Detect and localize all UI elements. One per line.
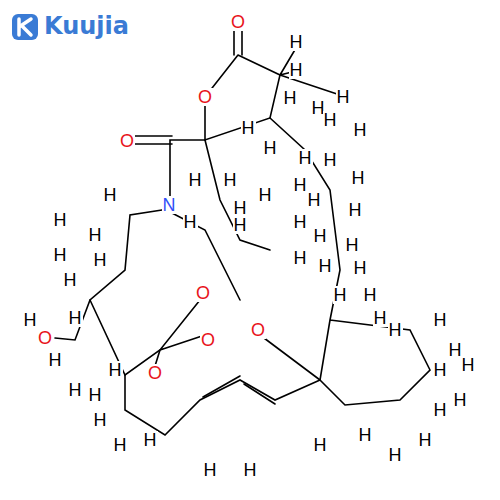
atom-label: H	[63, 271, 78, 289]
atom-label: H	[93, 411, 108, 429]
atom-label: H	[323, 151, 338, 169]
atom-label: O	[147, 364, 163, 382]
atom-label: H	[336, 88, 351, 106]
atom-label: H	[283, 89, 298, 107]
atom-label: H	[345, 236, 360, 254]
atom-label: H	[293, 249, 308, 267]
atom-label: H	[313, 436, 328, 454]
atom-label: H	[353, 259, 368, 277]
bond-lines	[55, 28, 430, 435]
atom-label: H	[241, 119, 256, 137]
atom-label: O	[200, 331, 216, 349]
atom-label: O	[37, 329, 53, 347]
atom-label: H	[233, 199, 248, 217]
atom-label: H	[53, 246, 68, 264]
atom-label: H	[418, 431, 433, 449]
watermark-text: Kuujia	[44, 12, 129, 40]
atom-label: O	[250, 321, 266, 339]
atom-label: H	[143, 431, 158, 449]
atom-label: H	[358, 426, 373, 444]
atom-label: H	[433, 361, 448, 379]
atom-label: O	[230, 13, 246, 31]
atom-label: H	[88, 226, 103, 244]
atom-label: H	[263, 139, 278, 157]
atom-label: H	[353, 121, 368, 139]
atom-label: H	[307, 191, 322, 209]
atom-label: H	[298, 149, 313, 167]
atom-label: H	[223, 171, 238, 189]
atom-label: H	[289, 33, 304, 51]
atom-label: H	[108, 361, 123, 379]
atom-label: H	[48, 351, 63, 369]
atom-label: H	[373, 309, 388, 327]
atom-label: H	[103, 186, 118, 204]
atom-label: H	[293, 213, 308, 231]
atom-label: H	[433, 311, 448, 329]
atom-label: H	[88, 386, 103, 404]
atom-label: H	[68, 309, 83, 327]
atom-label: H	[363, 286, 378, 304]
atom-label: H	[23, 311, 38, 329]
atom-label: H	[183, 213, 198, 231]
atom-label: H	[388, 321, 403, 339]
atom-label: H	[293, 176, 308, 194]
atom-label: H	[348, 201, 363, 219]
atom-label: H	[53, 211, 68, 229]
atom-label: O	[197, 88, 213, 106]
atom-label: H	[93, 251, 108, 269]
atom-label: H	[243, 461, 258, 479]
atom-label: O	[195, 284, 211, 302]
logo-icon	[12, 14, 38, 40]
atom-label: H	[318, 257, 333, 275]
atom-label: H	[323, 111, 338, 129]
atom-label: H	[289, 61, 304, 79]
atom-label: N	[162, 196, 177, 214]
atom-label: H	[188, 171, 203, 189]
atom-label: H	[113, 436, 128, 454]
atom-label: H	[258, 186, 273, 204]
atom-label: H	[333, 286, 348, 304]
atom-label: H	[313, 227, 328, 245]
atom-label: O	[119, 132, 135, 150]
atom-label: H	[461, 356, 476, 374]
atom-label: H	[233, 216, 248, 234]
atom-label: H	[203, 461, 218, 479]
atom-label: H	[388, 446, 403, 464]
atom-label: H	[433, 401, 448, 419]
atom-label: H	[351, 169, 366, 187]
atom-label: H	[453, 391, 468, 409]
atom-label: H	[68, 381, 83, 399]
